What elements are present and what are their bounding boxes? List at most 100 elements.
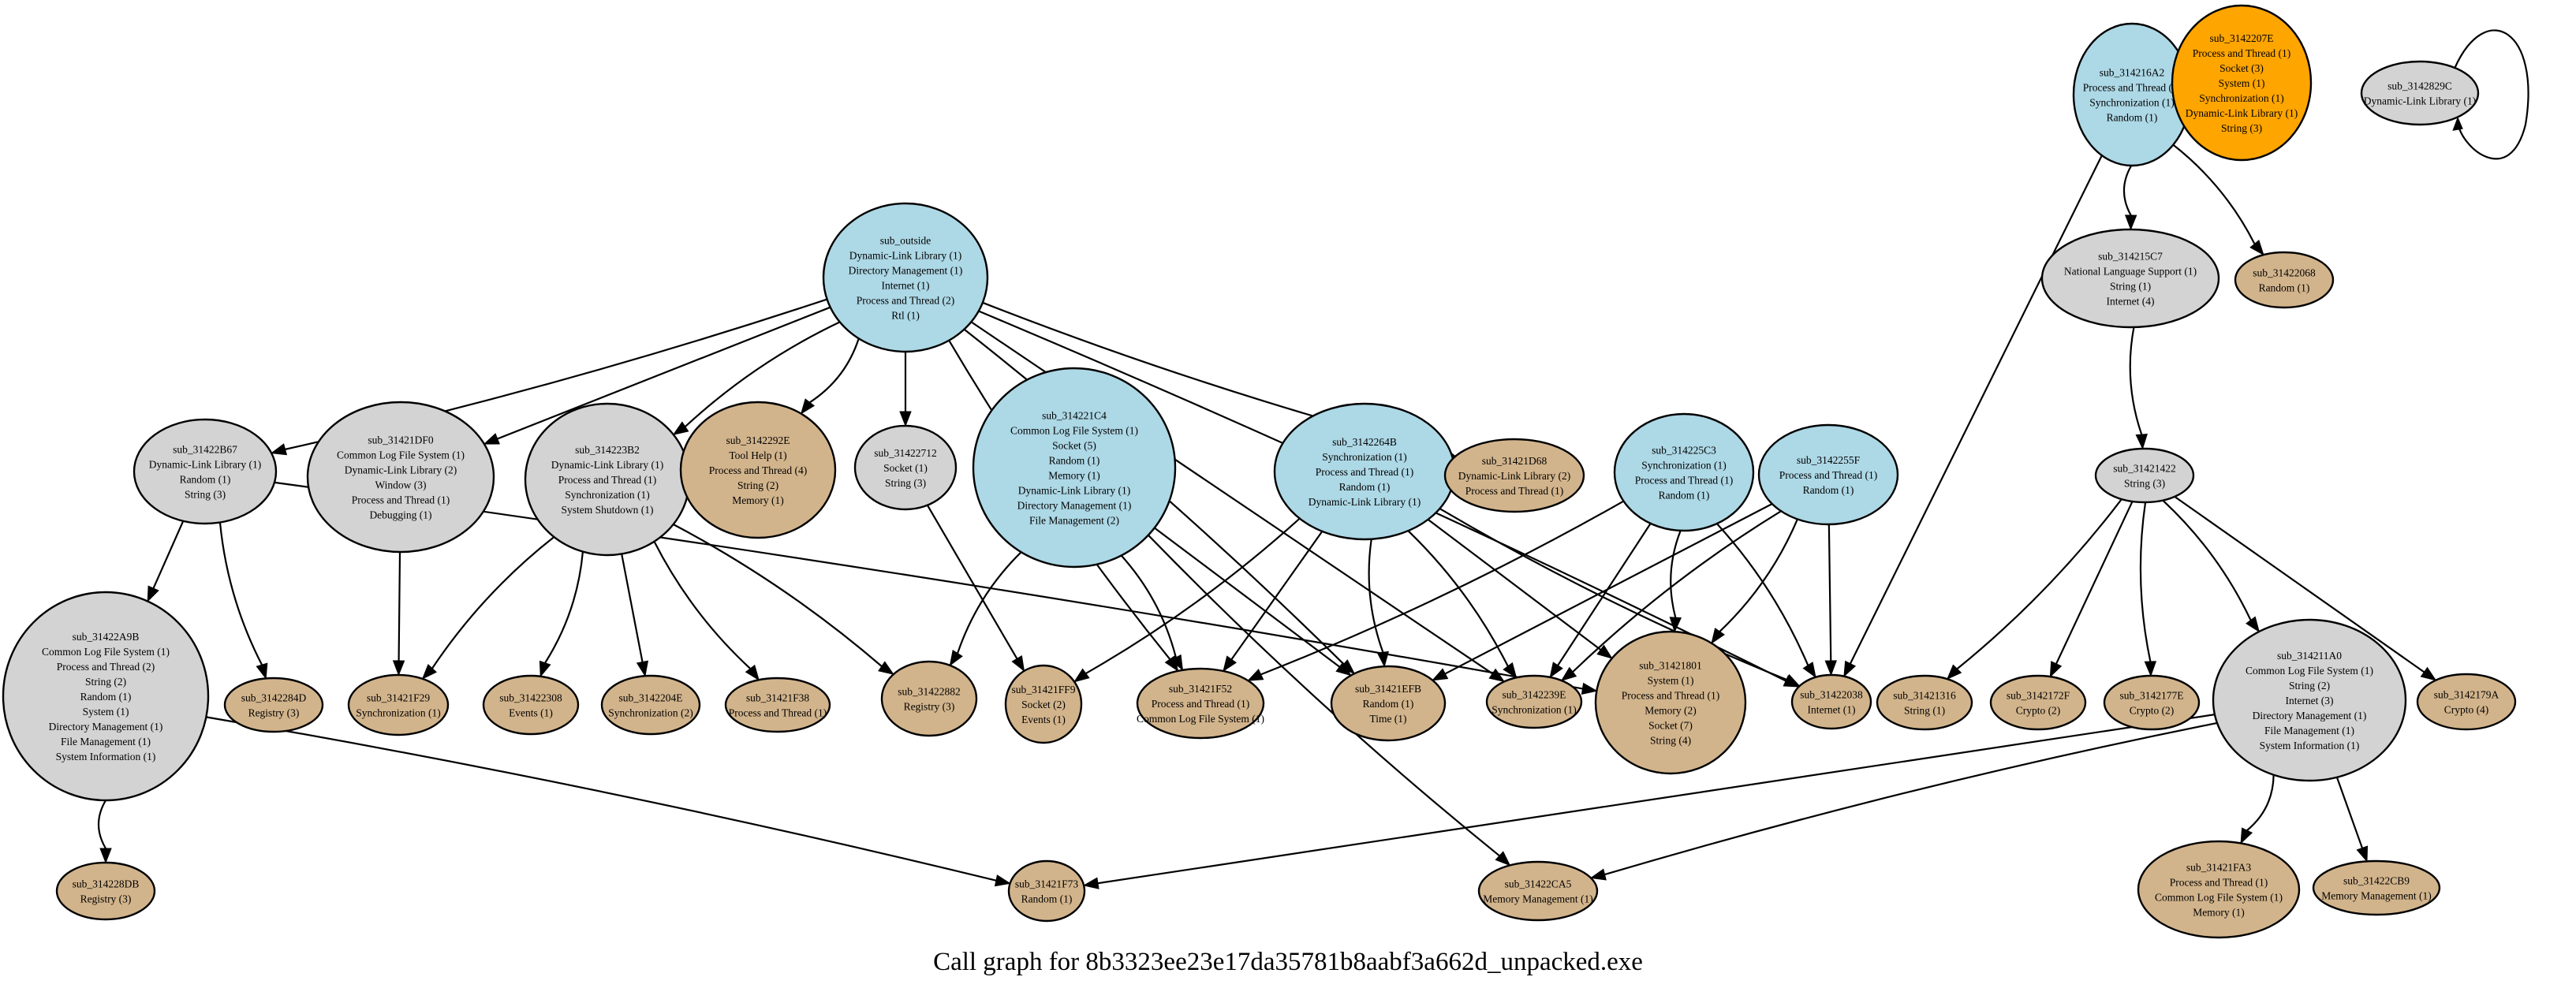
node-api-category: Tool Help (1)	[729, 449, 786, 461]
edge-sub_31421DF0-to-sub_31421F29	[392, 551, 405, 677]
edge-line	[1849, 155, 2103, 665]
edge-line	[1120, 554, 1177, 658]
edge-sub_31422B67-to-sub_3142284D	[218, 522, 268, 680]
edge-line	[1085, 517, 1301, 675]
edge-arrowhead	[2135, 434, 2148, 450]
edge-arrowhead	[1596, 644, 1613, 659]
edge-arrowhead	[270, 443, 288, 456]
node-api-category: String (3)	[2124, 478, 2165, 490]
edge-arrowhead	[672, 421, 689, 435]
edge-arrowhead	[2249, 240, 2264, 256]
node-id-label: sub_3142204E	[619, 692, 683, 704]
node-ellipse	[1876, 674, 1973, 731]
node-api-category: Process and Thread (1)	[1622, 690, 1720, 702]
node-id-label: sub_31421316	[1893, 690, 1956, 702]
edge-arrowhead	[1335, 662, 1352, 677]
node-sub_3142829C[interactable]: sub_3142829C Dynamic-Link Library (1)	[2360, 60, 2480, 126]
node-ellipse	[1613, 412, 1755, 532]
edge-arrowhead	[1170, 654, 1184, 672]
node-api-category: String (3)	[2221, 122, 2262, 134]
edge-line	[1444, 503, 1773, 675]
node-api-category: National Language Support (1)	[2064, 266, 2197, 278]
node-id-label: sub_31421801	[1639, 660, 1702, 672]
edge-sub_314223B2-to-sub_3142204E	[621, 554, 649, 677]
edge-line	[685, 321, 841, 427]
node-id-label: sub_3142207E	[2210, 32, 2274, 44]
node-id-label: sub_31422038	[1800, 689, 1863, 701]
edge-sub_31421422-to-sub_3142179A	[2174, 495, 2437, 681]
edge-line	[1827, 524, 1832, 662]
node-id-label: sub_31421F38	[746, 692, 810, 704]
node-api-category: Dynamic-Link Library (1)	[849, 250, 961, 262]
edge-line	[1427, 518, 1602, 651]
node-ellipse	[1757, 423, 1899, 526]
node-id-label: sub_3142829C	[2387, 80, 2452, 92]
edge-line	[957, 551, 1022, 654]
node-api-category: Memory (2)	[1645, 705, 1697, 717]
node-ellipse	[2171, 4, 2313, 162]
node-api-category: Dynamic-Link Library (1)	[2364, 95, 2476, 107]
node-id-label: sub_3142292E	[726, 434, 790, 446]
edge-arrowhead	[2049, 661, 2063, 678]
node-id-label: sub_31421F29	[367, 692, 431, 704]
node-api-category: Random (1)	[1659, 490, 1710, 501]
edge-sub_outside-to-sub_31422712	[899, 352, 912, 427]
edge-line	[1097, 714, 2216, 885]
node-api-category: Process and Thread (1)	[1316, 466, 1414, 478]
edge-sub_3142255F-to-sub_31421EFB	[1432, 503, 1773, 681]
node-ellipse	[1330, 665, 1447, 742]
node-ellipse	[482, 674, 580, 736]
edge-sub_31421422-to-sub_3142172F	[2049, 501, 2134, 678]
edge-sub_outside-to-sub_31421DF0	[483, 306, 831, 445]
edge-line	[926, 505, 1018, 659]
node-id-label: sub_314225C3	[1652, 445, 1716, 457]
edge-arrowhead	[1503, 662, 1518, 679]
edge-sub_314223B2-to-sub_31422308	[539, 551, 584, 678]
node-api-category: System (1)	[2219, 77, 2265, 89]
node-ellipse	[2234, 251, 2335, 309]
node-api-category: Process and Thread (1)	[1635, 475, 1734, 487]
node-api-category: System (1)	[83, 706, 129, 718]
node-api-category: Socket (7)	[1648, 720, 1693, 732]
node-api-category: Rtl (1)	[891, 310, 920, 322]
